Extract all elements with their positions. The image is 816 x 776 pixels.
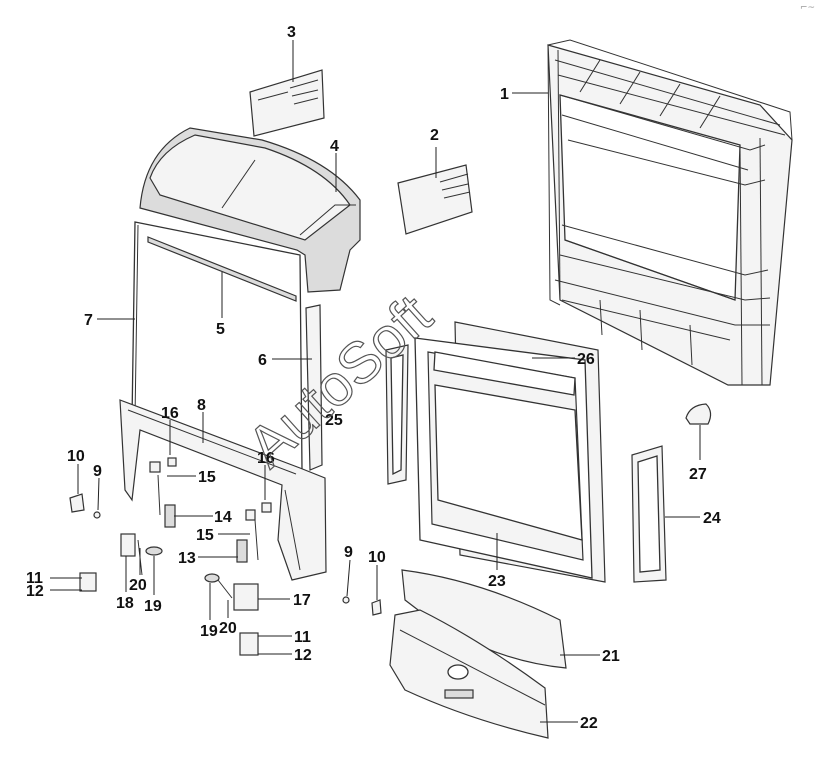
callout-27: 27	[689, 466, 707, 483]
callout-1: 1	[500, 86, 509, 103]
callout-26: 26	[577, 351, 595, 368]
part-3-small-panel	[249, 69, 325, 137]
callout-13: 13	[178, 550, 196, 567]
part-19-knob-left	[145, 546, 163, 556]
callout-4: 4	[330, 138, 339, 155]
callout-21: 21	[602, 648, 620, 665]
part-5-seal-strip	[147, 236, 297, 302]
callout-labels: 1 2 3 4 5 6 7 8 9 9 10 10 11 11 12 12 13…	[26, 24, 721, 732]
part-15-pin-left	[157, 474, 161, 516]
callout-23: 23	[488, 573, 506, 590]
callout-8: 8	[197, 397, 206, 414]
part-6-side-strip	[305, 304, 323, 471]
callout-6: 6	[258, 352, 267, 369]
part-19-knob-right	[204, 573, 220, 583]
part-1-frame	[547, 39, 793, 386]
callout-16-left: 16	[161, 405, 179, 422]
callout-18: 18	[116, 595, 134, 612]
callout-7: 7	[84, 312, 93, 329]
callout-20-left: 20	[129, 577, 147, 594]
callout-3: 3	[287, 24, 296, 41]
callout-11-left: 11	[26, 570, 43, 587]
callout-17: 17	[293, 592, 311, 609]
corner-mark: ⌐~	[800, 3, 815, 13]
part-8-lower-frame	[119, 399, 327, 581]
part-9-screw-right	[342, 596, 350, 604]
part-13-hinge	[236, 539, 248, 563]
part-14-hinge	[164, 504, 176, 528]
part-24-side-panel	[631, 445, 667, 583]
leader-lines	[50, 40, 701, 723]
callout-20-right: 20	[219, 620, 237, 637]
callout-12-left: 12	[26, 583, 44, 600]
callout-19-right: 19	[200, 623, 218, 640]
callout-9-right: 9	[344, 544, 353, 561]
part-10-clip-left	[69, 493, 85, 513]
callout-11-right: 11	[294, 629, 311, 646]
callout-14: 14	[214, 509, 232, 526]
callout-9-left: 9	[93, 463, 102, 480]
callout-2: 2	[430, 127, 439, 144]
part-25-side-panel	[385, 344, 409, 485]
part-20-rod-right	[217, 579, 233, 599]
part-10-clip-right	[371, 599, 382, 616]
part-2-small-panel	[397, 164, 473, 235]
part-18-latch-plate	[120, 533, 136, 557]
part-23-front-frame	[414, 337, 593, 579]
part-16-clip-left	[149, 457, 177, 473]
callout-19-left: 19	[144, 598, 162, 615]
part-15-pin-right	[254, 519, 259, 561]
part-27-seal	[685, 403, 712, 425]
callout-10-right: 10	[368, 549, 386, 566]
callout-5: 5	[216, 321, 225, 338]
part-16-clip-right	[245, 502, 272, 521]
callout-16-right: 16	[257, 450, 275, 467]
callout-15-lower: 15	[196, 527, 214, 544]
callout-24: 24	[703, 510, 721, 527]
part-17-latch-block	[233, 583, 259, 611]
part-22-plinth	[389, 609, 549, 739]
part-11-12-bracket-right	[239, 632, 259, 656]
callout-25: 25	[325, 412, 343, 429]
callout-10-left: 10	[67, 448, 85, 465]
part-9-screw-left	[93, 511, 101, 519]
callout-12-right: 12	[294, 647, 312, 664]
callout-22: 22	[580, 715, 598, 732]
part-11-12-bracket-left	[79, 572, 97, 592]
part-4-top-cap	[139, 127, 361, 293]
callout-15-upper: 15	[198, 469, 216, 486]
